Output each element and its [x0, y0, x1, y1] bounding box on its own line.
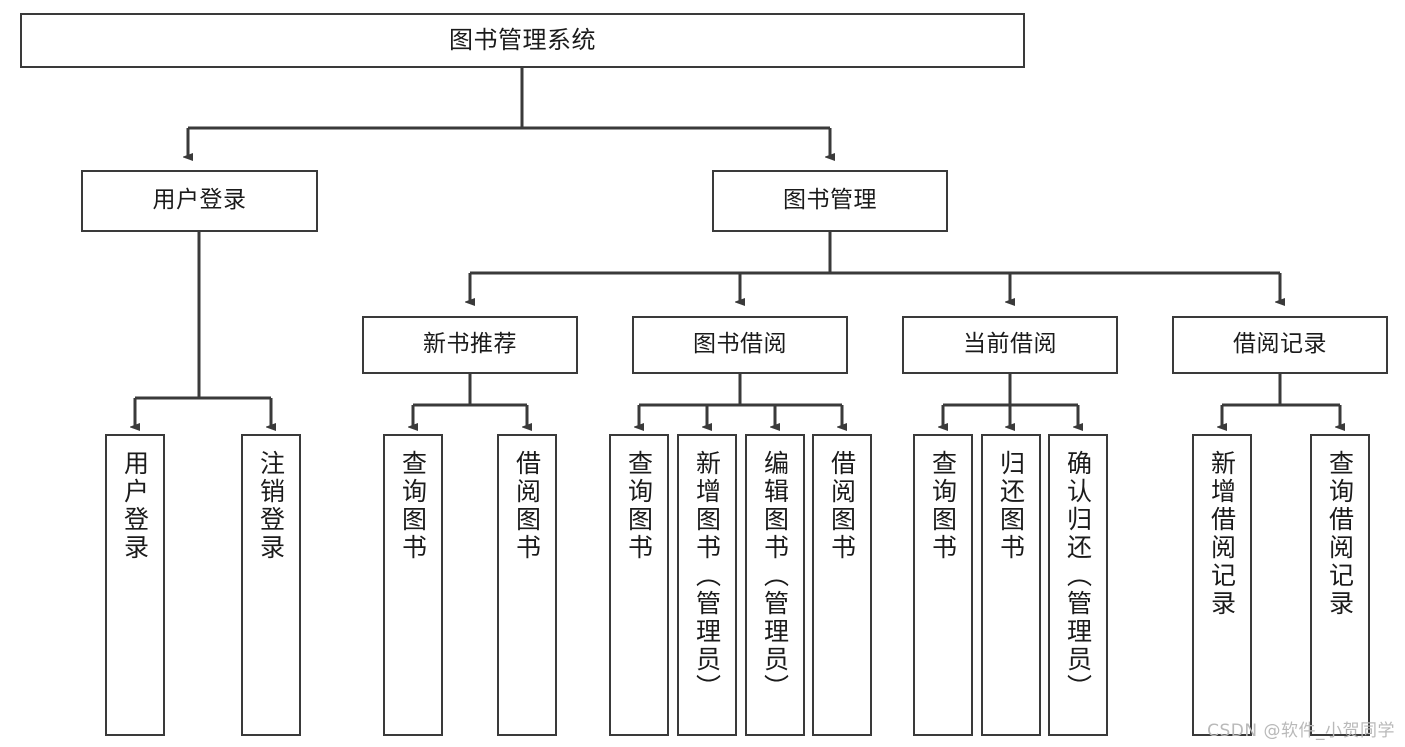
node-label: 借阅记录: [1233, 331, 1327, 358]
node-user-login[interactable]: 用户登录: [81, 170, 318, 232]
node-label: 查询图书: [624, 450, 654, 562]
leaf-query-book-current[interactable]: 查询图书: [913, 434, 973, 736]
node-new-book-recommendation[interactable]: 新书推荐: [362, 316, 578, 374]
node-label: 借阅图书: [512, 450, 542, 562]
node-label: 用户登录: [120, 450, 150, 562]
leaf-edit-book-admin[interactable]: 编辑图书（管理员）: [745, 434, 805, 736]
leaf-query-book-borrow[interactable]: 查询图书: [609, 434, 669, 736]
leaf-add-book-admin[interactable]: 新增图书（管理员）: [677, 434, 737, 736]
node-label: 图书管理系统: [449, 26, 596, 55]
leaf-logout-login[interactable]: 注销登录: [241, 434, 301, 736]
node-current-borrow[interactable]: 当前借阅: [902, 316, 1118, 374]
node-label: 确认归还（管理员）: [1063, 450, 1093, 702]
leaf-query-book-recommend[interactable]: 查询图书: [383, 434, 443, 736]
node-book-manage[interactable]: 图书管理: [712, 170, 948, 232]
node-label: 注销登录: [256, 450, 286, 562]
node-label: 新增图书（管理员）: [692, 450, 722, 702]
node-label: 查询图书: [398, 450, 428, 562]
node-book-borrow[interactable]: 图书借阅: [632, 316, 848, 374]
leaf-confirm-return-admin[interactable]: 确认归还（管理员）: [1048, 434, 1108, 736]
leaf-user-login[interactable]: 用户登录: [105, 434, 165, 736]
node-label: 借阅图书: [827, 450, 857, 562]
node-label: 归还图书: [996, 450, 1026, 562]
node-label: 查询借阅记录: [1325, 450, 1355, 618]
csdn-watermark: CSDN @软件_小贺同学: [1207, 721, 1395, 741]
node-label: 当前借阅: [963, 331, 1057, 358]
node-borrow-record[interactable]: 借阅记录: [1172, 316, 1388, 374]
leaf-borrow-book[interactable]: 借阅图书: [812, 434, 872, 736]
leaf-return-book[interactable]: 归还图书: [981, 434, 1041, 736]
leaf-query-borrow-record[interactable]: 查询借阅记录: [1310, 434, 1370, 736]
node-label: 查询图书: [928, 450, 958, 562]
node-label: 用户登录: [152, 187, 247, 214]
node-label: 图书借阅: [693, 331, 787, 358]
leaf-add-borrow-record[interactable]: 新增借阅记录: [1192, 434, 1252, 736]
node-label: 编辑图书（管理员）: [760, 450, 790, 702]
node-root-system[interactable]: 图书管理系统: [20, 13, 1025, 68]
node-label: 新增借阅记录: [1207, 450, 1237, 618]
node-label: 新书推荐: [423, 331, 517, 358]
node-label: 图书管理: [783, 187, 877, 214]
leaf-borrow-book-recommend[interactable]: 借阅图书: [497, 434, 557, 736]
